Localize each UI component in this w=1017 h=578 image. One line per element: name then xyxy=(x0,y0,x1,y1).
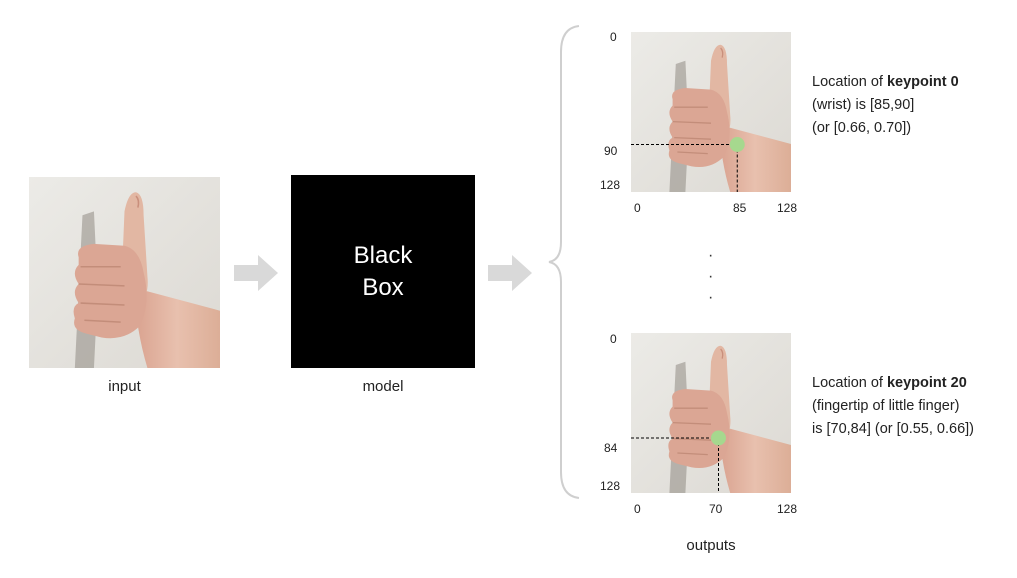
ellipsis-dot: · xyxy=(708,247,714,264)
keypoint-0-description: Location of keypoint 0 (wrist) is [85,90… xyxy=(812,71,959,140)
keypoint-marker xyxy=(729,137,745,152)
x-tick-right: 128 xyxy=(777,502,798,516)
x-tick-right: 128 xyxy=(777,201,798,215)
x-tick-marked: 85 xyxy=(733,201,747,215)
ellipsis-dot: · xyxy=(708,289,714,306)
keypoint-marker xyxy=(711,430,726,446)
y-tick-top: 0 xyxy=(610,332,617,346)
arrow-right-icon xyxy=(234,255,278,291)
black-box-line2: Box xyxy=(362,273,404,301)
x-tick-marked: 70 xyxy=(709,502,723,516)
y-tick-top: 0 xyxy=(610,30,617,44)
keypoint-name: keypoint 20 xyxy=(886,375,967,391)
curly-brace-icon xyxy=(548,25,580,499)
desc-line3: (or [0.66, 0.70]) xyxy=(812,120,912,136)
desc-prefix: Location of xyxy=(812,375,887,391)
thumbs-up-hand-photo xyxy=(29,177,220,368)
x-tick-left: 0 xyxy=(634,502,641,516)
input-image xyxy=(29,177,220,368)
y-tick-marked: 84 xyxy=(604,441,618,455)
desc-prefix: Location of xyxy=(812,74,887,90)
y-tick-bottom: 128 xyxy=(600,479,621,493)
output-image-keypoint-0 xyxy=(631,32,791,192)
black-box-model: Black Box xyxy=(291,175,475,368)
keypoint-20-description: Location of keypoint 20 (fingertip of li… xyxy=(812,372,974,441)
x-tick-left: 0 xyxy=(634,201,641,215)
ellipsis-dot: · xyxy=(708,268,714,285)
desc-line2: (fingertip of little finger) xyxy=(812,398,960,414)
model-label: model xyxy=(362,378,404,395)
y-tick-bottom: 128 xyxy=(600,178,621,192)
black-box-line1: Black xyxy=(353,241,413,269)
arrow-right-icon xyxy=(488,255,532,291)
thumbs-up-hand-photo xyxy=(631,333,791,493)
desc-line3: is [70,84] (or [0.55, 0.66]) xyxy=(812,421,975,437)
thumbs-up-hand-photo xyxy=(631,32,791,192)
y-tick-marked: 90 xyxy=(604,144,618,158)
keypoint-name: keypoint 0 xyxy=(886,74,959,90)
output-image-keypoint-20 xyxy=(631,333,791,493)
desc-line2: (wrist) is [85,90] xyxy=(812,97,915,113)
input-label: input xyxy=(108,378,141,395)
outputs-label: outputs xyxy=(686,537,736,554)
